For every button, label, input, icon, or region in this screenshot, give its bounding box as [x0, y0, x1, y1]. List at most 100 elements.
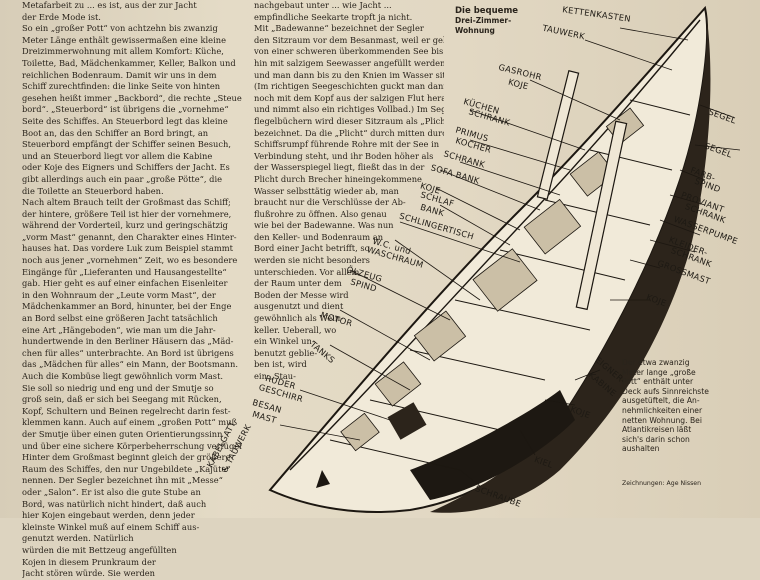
- column-2-line: Wasser selbsttätig wieder ab, man: [254, 185, 399, 196]
- column-1-line: nennen. Der Segler bezeichnet ihn mit „M…: [22, 475, 223, 486]
- caption-line: ausgetüftelt, die An-: [622, 396, 700, 406]
- column-1-line: Hinter dem Großmast beginnt gleich der g…: [22, 452, 231, 463]
- column-2-line: wie bei der Badewanne. Was nun: [254, 220, 394, 231]
- column-1-line: der Erde Mode ist.: [22, 11, 101, 22]
- column-1-line: der Smutje über einen guten Orientierung…: [22, 428, 223, 439]
- column-1-line: klemmen kann. Auch auf einem „großen Pot…: [22, 417, 237, 428]
- column-1-line: Metafarbeit zu ... es ist, aus der zur J…: [22, 0, 197, 10]
- column-1-line: Dreizimmerwohnung mit allem Komfort: Küc…: [22, 46, 224, 57]
- column-2-line: keller. Ueberall, wo: [254, 324, 337, 335]
- caption-line: Meter lange „große: [622, 367, 696, 377]
- column-1-line: hundertwende in den Berliner Häusern das…: [22, 336, 234, 347]
- yacht-cutaway-drawing: [268, 5, 741, 513]
- column-1-line: „vorm Mast“ genannt, den Charakter eines…: [22, 231, 237, 242]
- caption-line: Pott“ enthält unter: [622, 377, 694, 387]
- heading-line-1: Die bequeme: [455, 6, 519, 16]
- caption-line: nehmlichkeiten einer: [622, 405, 703, 415]
- column-2-line: hin mit salzigem Seewasser angefüllt wer…: [254, 57, 444, 68]
- column-2-line: benutzt geblie-: [254, 347, 318, 358]
- column-1-line: genutzt werden. Natürlich: [22, 533, 134, 544]
- column-2-line: Verbindung steht, und ihr Boden höher al…: [254, 150, 434, 161]
- column-2-line: von einer schweren überkommenden See bis…: [254, 46, 444, 57]
- caption-line: Der etwa zwanzig: [622, 358, 690, 367]
- column-2-line: und man dann bis zu den Knien im Wasser …: [254, 69, 444, 80]
- column-2-line: Schiffsrumpf führende Rohre mit der See …: [254, 139, 440, 150]
- column-1-line: während der Vorderteil, kurz und gerings…: [22, 220, 228, 231]
- caption-line: sich's darin schon: [622, 434, 690, 444]
- column-1-line: hier Kojen eingebaut werden, denn jeder: [22, 510, 195, 521]
- column-2-line: der Wasserspiegel liegt, fließt das in d…: [254, 162, 425, 173]
- column-1-line: und über eine sichere Körperbeherrschung…: [22, 440, 242, 451]
- besan-mast: [536, 69, 580, 201]
- propeller: [316, 470, 330, 488]
- column-2-line: empfindliche Seekarte tropft ja nicht.: [254, 11, 413, 22]
- column-1-line: So ein „großer Pott“ von achtzehn bis zw…: [22, 23, 218, 34]
- column-1-line: in den Wohnraum der „Leute vorm Mast“, d…: [22, 289, 216, 300]
- column-1-line: Nach altem Brauch teilt der Großmast das…: [22, 197, 231, 208]
- column-2-line: (Im richtigen Seegeschichten guckt man d…: [254, 81, 444, 92]
- column-1-line: gibt allerdings auch ein paar „große Pöt…: [22, 173, 223, 184]
- column-1-line: Bord, was natürlich nicht hindert, daß a…: [22, 498, 207, 509]
- column-2-line: Bord einer Jacht betrifft, so: [254, 243, 370, 254]
- column-1-line: Schiff zurechtfinden: die linke Seite vo…: [22, 81, 221, 92]
- column-2-line: bezeichnet. Da die „Plicht“ durch mitten…: [254, 127, 444, 138]
- caption-line: aushalten: [622, 444, 660, 454]
- column-1-line: Kojen in diesem Prunkraum der: [22, 556, 156, 567]
- column-1-line: Toilette, Bad, Mädchenkammer, Keller, Ba…: [22, 57, 236, 68]
- column-1-line: das „Mädchen für alles“ ein Mann, der Bo…: [22, 359, 238, 370]
- column-1-line: kleinste Winkel muß auf einem Schiff aus…: [22, 521, 200, 532]
- leader-lines: [279, 27, 741, 487]
- caption-line: Deck aufs Sinnreichste: [622, 386, 709, 396]
- column-2-line: Boden der Messe wird: [254, 289, 349, 300]
- column-1-line: Boot an, das den Schiffer an Bord bringt…: [22, 127, 209, 138]
- column-2-line: der Raum unter dem: [254, 278, 342, 289]
- column-1-line: Jacht stören würde. Sie werden: [22, 568, 156, 579]
- column-1-line: Sie soll so niedrig und eng und der Smut…: [22, 382, 214, 393]
- column-2-line: noch mit dem Kopf aus der salzigen Flut …: [254, 92, 444, 103]
- column-1-line: würden die mit Bettzeug angefüllten: [22, 544, 177, 555]
- column-1-line: Meter Länge enthält gewissermaßen eine k…: [22, 34, 226, 45]
- column-1-line: und an Steuerbord liegt vor allem die Ka…: [22, 150, 213, 161]
- grossmast-stub: [575, 120, 628, 311]
- column-1-line: die Toilette an Steuerbord haben.: [22, 185, 164, 196]
- caption-line: netten Wohnung. Bei: [622, 415, 702, 425]
- furniture-blocks: [340, 107, 645, 452]
- column-1-line: Seite des Schiffes. An Steuerbord legt d…: [22, 115, 228, 126]
- motor-block: [387, 402, 427, 440]
- column-2-line: ben ist, wird: [254, 359, 307, 370]
- column-1-line: oder „Salon“. Er ist also die gute Stube…: [22, 486, 201, 497]
- article-column-2: nachgebaut unter ... wie Jacht ...empfin…: [254, 0, 444, 383]
- column-1-line: Eingänge für „Lieferanten und Hausangest…: [22, 266, 227, 277]
- article-heading: Die bequeme Drei-Zimmer-Wohnung: [455, 6, 545, 36]
- column-1-line: eine Art „Hängeboden“, wie man um die Ja…: [22, 324, 216, 335]
- column-2-line: braucht nur die Verschlüsse der Ab-: [254, 197, 406, 208]
- keel: [410, 390, 575, 500]
- column-1-line: an Bord selbst eine größeren Jacht tatsä…: [22, 313, 218, 324]
- column-1-line: Steuerbord empfängt der Schiffer seinen …: [22, 139, 231, 150]
- column-1-line: hauses hat. Das vordere Luk zum Beispiel…: [22, 243, 233, 254]
- column-2-line: ein Winkel un-: [254, 336, 315, 347]
- illustration-credit: Zeichnungen: Age Nissen: [622, 480, 702, 487]
- column-1-line: chen für alles“ unterbrachte. An Bord is…: [22, 347, 234, 358]
- column-2-line: den Keller- und Bodenraum an: [254, 231, 384, 242]
- column-2-line: flegelbüchern wird dieser Sitzraum als „…: [254, 115, 444, 126]
- column-1-line: bord“. „Steuerbord“ ist übrigens die „vo…: [22, 104, 229, 115]
- column-2-line: gewöhnlich als Wein-: [254, 313, 343, 324]
- column-1-line: noch aus jener „vornehmen“ Zeit, wo es b…: [22, 255, 238, 266]
- column-2-line: unterschieden. Vor allem: [254, 266, 360, 277]
- column-2-line: nachgebaut unter ... wie Jacht ...: [254, 0, 392, 10]
- column-2-line: flußrohre zu öffnen. Also genau: [254, 208, 387, 219]
- column-2-line: Mit „Badewanne“ bezeichnet der Segler: [254, 23, 424, 34]
- column-1-line: gesehen heißt immer „Backbord“, die rech…: [22, 92, 242, 103]
- column-1-line: Auch die Kombüse liegt gewöhnlich vorm M…: [22, 371, 224, 381]
- column-2-line: ausgenutzt und dient: [254, 301, 344, 312]
- column-1-line: oder Koje des Eigners und Schiffers der …: [22, 162, 230, 173]
- column-1-line: Mädchenkammer an Bord, hinunter, bei der…: [22, 301, 232, 312]
- column-2-line: und nimmt also ein richtiges Vollbad.) I…: [254, 104, 444, 115]
- column-1-line: der hintere, größere Teil ist hier der v…: [22, 208, 232, 219]
- heading-line-2: Drei-Zimmer-Wohnung: [455, 16, 512, 35]
- column-1-line: groß sein, daß er sich bei Seegang mit R…: [22, 394, 222, 405]
- column-1-line: reichlichen Bodenraum. Damit wir uns in …: [22, 69, 217, 80]
